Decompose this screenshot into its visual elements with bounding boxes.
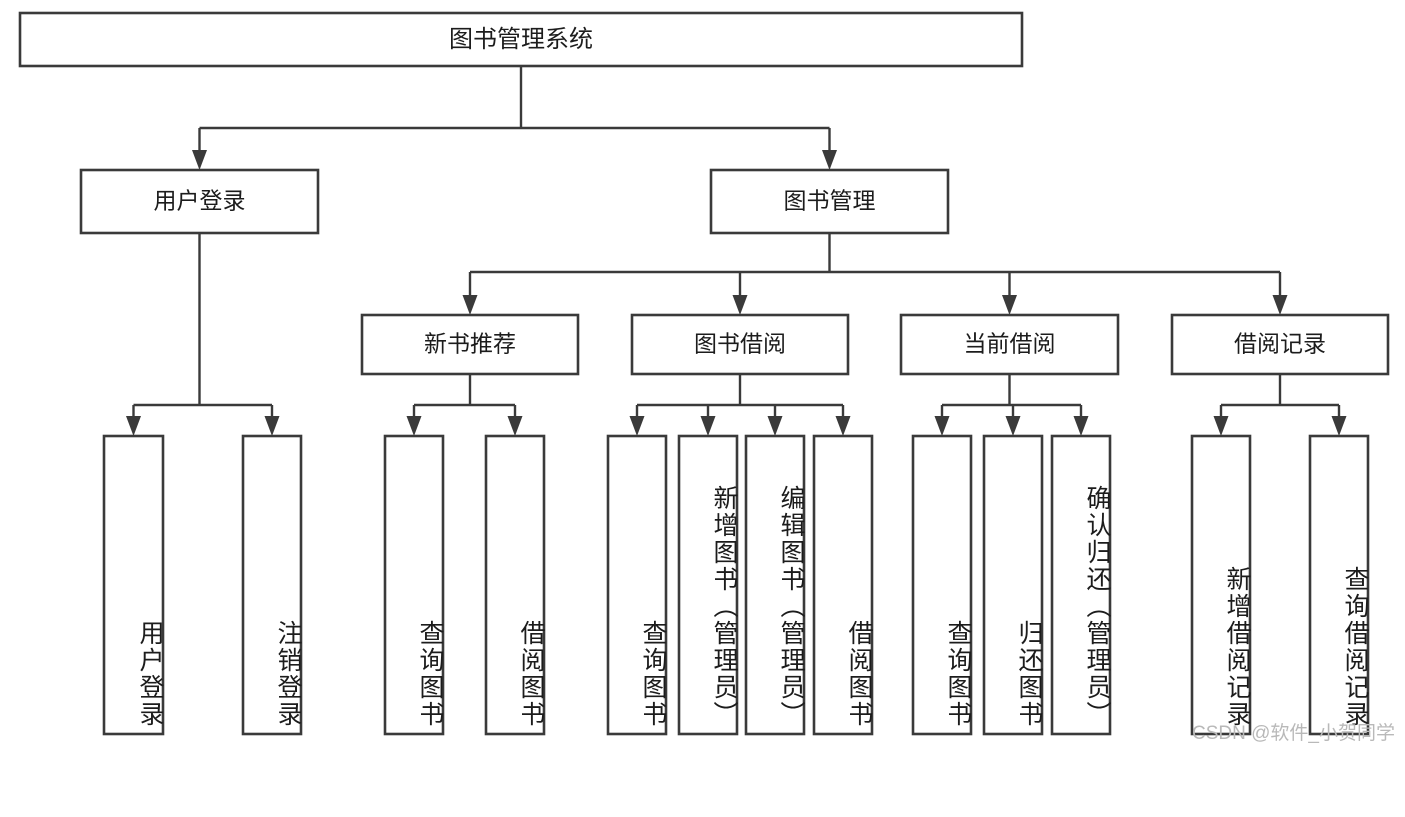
node-box-root[interactable] <box>18 11 1024 68</box>
arrow-head-leaf-bo-borrow <box>835 416 851 436</box>
node-box-leaf-cu-confirm[interactable] <box>1050 434 1112 736</box>
node-box-leaf-re-add[interactable] <box>1190 434 1252 736</box>
arrow-head-newbook <box>462 295 478 315</box>
connector-group-root <box>192 66 837 170</box>
diagram-canvas-root: 图书管理系统用户登录图书管理新书推荐图书借阅当前借阅借阅记录 用户登录注销登录查… <box>18 11 1395 744</box>
arrow-head-leaf-re-add <box>1213 416 1229 436</box>
node-box-current[interactable] <box>899 313 1120 376</box>
node-label-bookmgmt: 图书管理 <box>784 188 876 214</box>
node-label-root: 图书管理系统 <box>449 26 593 53</box>
node-box-record[interactable] <box>1170 313 1390 376</box>
arrow-head-leaf-bo-add <box>700 416 716 436</box>
arrow-head-record <box>1272 295 1288 315</box>
arrow-head-leaf-bo-query <box>629 416 645 436</box>
connector-group-current <box>934 374 1089 436</box>
node-box-newbook[interactable] <box>360 313 580 376</box>
node-label-current: 当前借阅 <box>964 331 1056 357</box>
node-boxes-layer <box>18 11 1390 736</box>
arrow-head-leaf-nb-query <box>406 416 422 436</box>
node-box-leaf-bo-borrow[interactable] <box>812 434 874 736</box>
node-label-login: 用户登录 <box>154 188 246 214</box>
arrow-head-bookmgmt <box>822 150 837 170</box>
arrow-head-leaf-cu-query <box>934 416 950 436</box>
arrow-head-login <box>192 150 207 170</box>
node-label-record: 借阅记录 <box>1234 331 1326 357</box>
node-box-leaf-cu-query[interactable] <box>911 434 973 736</box>
connector-group-newbook <box>406 374 523 436</box>
arrow-head-leaf-nb-borrow <box>507 416 523 436</box>
csdn-watermark: CSDN @软件_小贺同学 <box>1192 723 1395 744</box>
node-box-leaf-bo-edit[interactable] <box>744 434 806 736</box>
connector-group-record <box>1213 374 1347 436</box>
node-box-leaf-nb-query[interactable] <box>383 434 445 736</box>
node-label-newbook: 新书推荐 <box>424 331 516 357</box>
node-box-leaf-bo-add[interactable] <box>677 434 739 736</box>
node-box-leaf-nb-borrow[interactable] <box>484 434 546 736</box>
node-box-login[interactable] <box>79 168 320 235</box>
arrow-head-leaf-user-login <box>126 416 141 436</box>
arrow-head-current <box>1002 295 1017 315</box>
connector-group-bookmgmt <box>462 233 1288 315</box>
node-box-leaf-user-login[interactable] <box>102 434 165 736</box>
connector-group-login <box>126 233 280 436</box>
arrow-head-leaf-cu-confirm <box>1073 416 1089 436</box>
node-box-bookmgmt[interactable] <box>709 168 950 235</box>
node-box-borrow[interactable] <box>630 313 850 376</box>
arrow-head-leaf-re-query <box>1331 416 1347 436</box>
arrow-head-leaf-bo-edit <box>767 416 783 436</box>
node-box-leaf-re-query[interactable] <box>1308 434 1370 736</box>
arrow-head-leaf-cu-return <box>1005 416 1021 436</box>
arrow-head-leaf-user-logout <box>264 416 280 436</box>
node-box-leaf-user-logout[interactable] <box>241 434 303 736</box>
arrow-head-borrow <box>732 295 748 315</box>
node-label-borrow: 图书借阅 <box>694 331 786 357</box>
node-box-leaf-bo-query[interactable] <box>606 434 668 736</box>
node-box-leaf-cu-return[interactable] <box>982 434 1044 736</box>
connectors-layer <box>126 66 1347 436</box>
connector-group-borrow <box>629 374 851 436</box>
